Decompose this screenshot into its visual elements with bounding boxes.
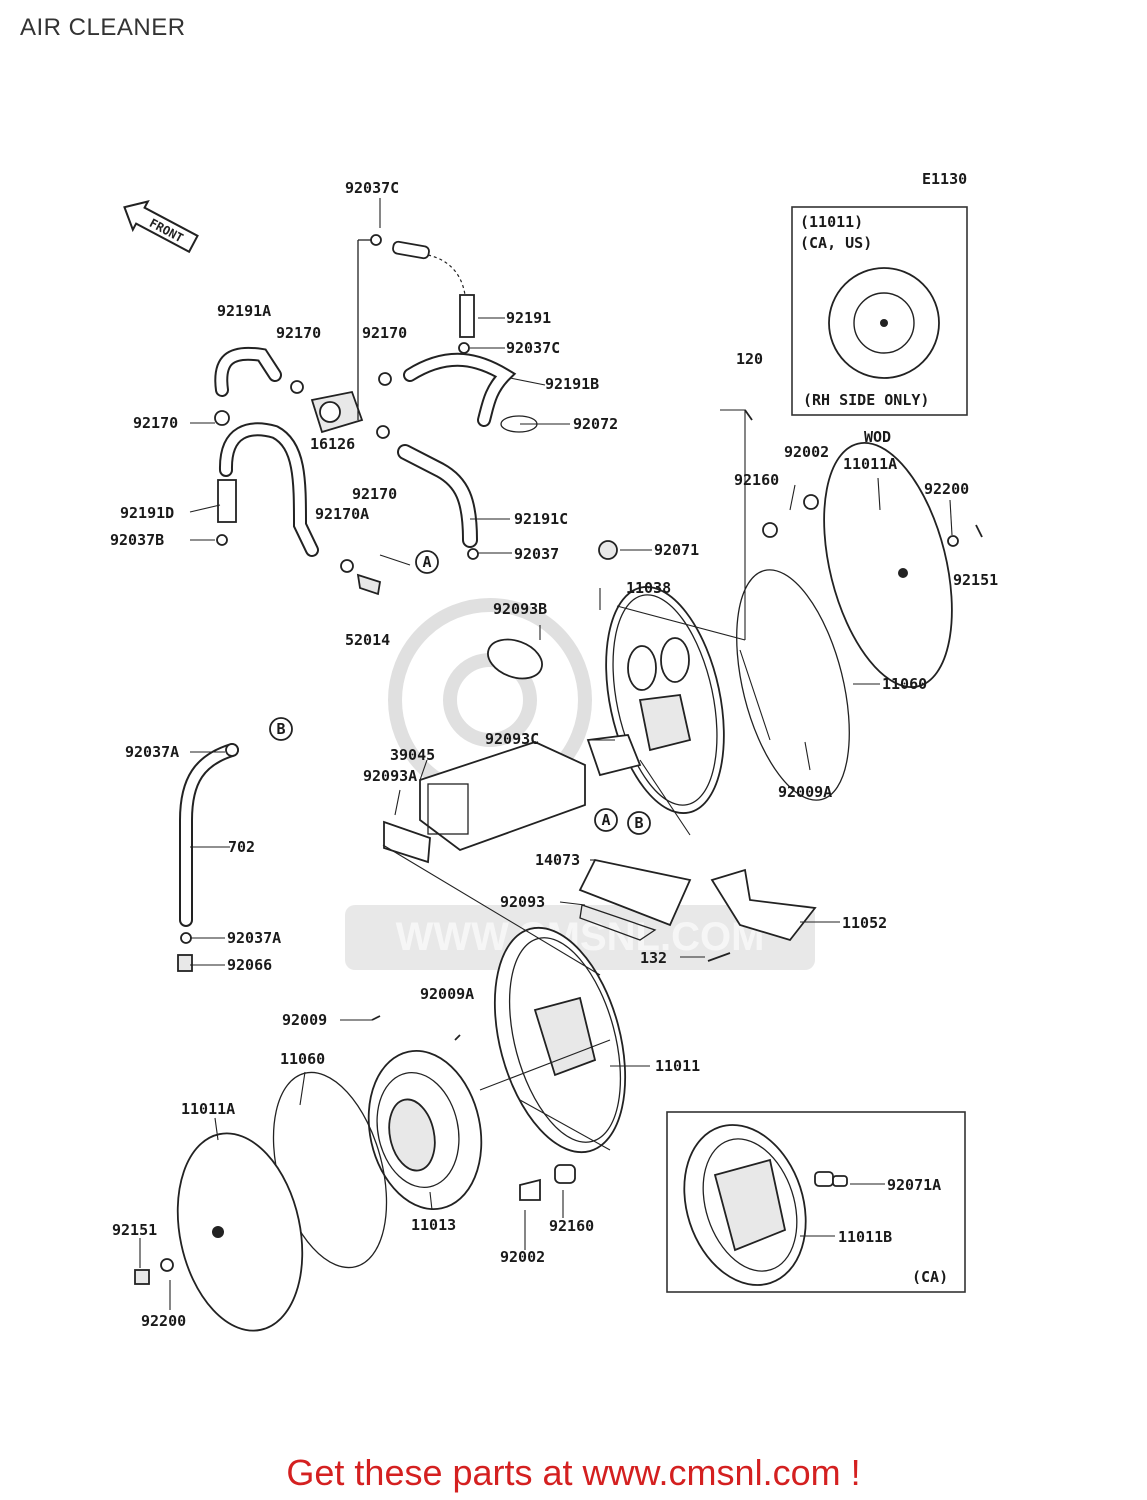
callout-11011a-bottom: 11011A: [181, 1100, 235, 1118]
callout-92037a-bottom: 92037A: [227, 929, 281, 947]
callout-11011: 11011: [655, 1057, 700, 1075]
callout-92037c: 92037C: [506, 339, 560, 357]
callout-92170-d: 92170: [352, 485, 397, 503]
inset-top-note: (RH SIDE ONLY): [803, 391, 929, 409]
callout-11011a-top: 11011A: [843, 455, 897, 473]
page-title: AIR CLEANER: [20, 14, 186, 41]
leader-lines: [139, 198, 953, 1310]
inset-rh-side: (11011) (CA, US) (RH SIDE ONLY): [791, 206, 968, 416]
marker-b-left: B: [276, 720, 285, 738]
callout-92072: 92072: [573, 415, 618, 433]
callout-92151-bottom: 92151: [112, 1221, 157, 1239]
callout-92191d: 92191D: [120, 504, 174, 522]
callout-92093a: 92093A: [363, 767, 417, 785]
callout-92071: 92071: [654, 541, 699, 559]
front-arrow-icon: FRONT: [123, 199, 199, 254]
diagram-code: E1130: [922, 170, 967, 188]
hose-assembly: [214, 234, 538, 596]
inset-top-line2: (CA, US): [800, 234, 872, 252]
duct-39045: [383, 638, 817, 962]
inset-bottom-note: (CA): [912, 1268, 948, 1286]
callout-92066: 92066: [227, 956, 272, 974]
marker-a-top: A: [422, 553, 431, 571]
callout-92191b: 92191B: [545, 375, 599, 393]
callout-702: 702: [228, 838, 255, 856]
callout-11013: 11013: [411, 1216, 456, 1234]
callout-39045: 39045: [390, 746, 435, 764]
footer-link[interactable]: Get these parts at www.cmsnl.com !: [286, 1452, 861, 1493]
inset-top-line1: (11011): [800, 213, 863, 231]
callout-120: 120: [736, 350, 763, 368]
part-callouts: 92037C 92191A 92170 92170 92191 92037C 9…: [110, 179, 998, 1330]
callout-92191c: 92191C: [514, 510, 568, 528]
callout-92200-top: 92200: [924, 480, 969, 498]
callout-92170-b: 92170: [362, 324, 407, 342]
callout-92151-top: 92151: [953, 571, 998, 589]
callout-92093b: 92093B: [493, 600, 547, 618]
inset-ca: (CA): [666, 1111, 966, 1293]
callout-wod: WOD: [864, 428, 891, 446]
callout-92191a: 92191A: [217, 302, 271, 320]
callout-11052: 11052: [842, 914, 887, 932]
callout-92009a-right: 92009A: [778, 783, 832, 801]
marker-a-center: A: [601, 811, 610, 829]
callout-92071a: 92071A: [887, 1176, 941, 1194]
callout-132: 132: [640, 949, 667, 967]
callout-92093c: 92093C: [485, 730, 539, 748]
callout-92002-top: 92002: [784, 443, 829, 461]
callout-52014: 52014: [345, 631, 390, 649]
housing-11011: [371, 926, 627, 1154]
callout-92170-c: 92170: [133, 414, 178, 432]
plate-11038: [598, 409, 983, 814]
callout-92037: 92037: [514, 545, 559, 563]
callout-92037a-top: 92037A: [125, 743, 179, 761]
callout-16126: 16126: [310, 435, 355, 453]
filter-11013: [134, 1050, 576, 1332]
callout-14073: 14073: [535, 851, 580, 869]
callout-92093: 92093: [500, 893, 545, 911]
hose-702: [177, 743, 239, 972]
callout-92160-top: 92160: [734, 471, 779, 489]
callout-11060-top: 11060: [882, 675, 927, 693]
callout-11038: 11038: [626, 579, 671, 597]
callout-92009a-center: 92009A: [420, 985, 474, 1003]
callout-92037c-top: 92037C: [345, 179, 399, 197]
callout-11060-bottom: 11060: [280, 1050, 325, 1068]
callout-92160-bottom: 92160: [549, 1217, 594, 1235]
connection-markers: A B A B: [269, 550, 651, 835]
callout-92002-bottom: 92002: [500, 1248, 545, 1266]
callout-11011b: 11011B: [838, 1228, 892, 1246]
callout-92170-a: 92170: [276, 324, 321, 342]
callout-92009: 92009: [282, 1011, 327, 1029]
callout-92200-bottom: 92200: [141, 1312, 186, 1330]
callout-92191: 92191: [506, 309, 551, 327]
callout-92170a: 92170A: [315, 505, 369, 523]
marker-b-center: B: [634, 814, 643, 832]
callout-92037b: 92037B: [110, 531, 164, 549]
